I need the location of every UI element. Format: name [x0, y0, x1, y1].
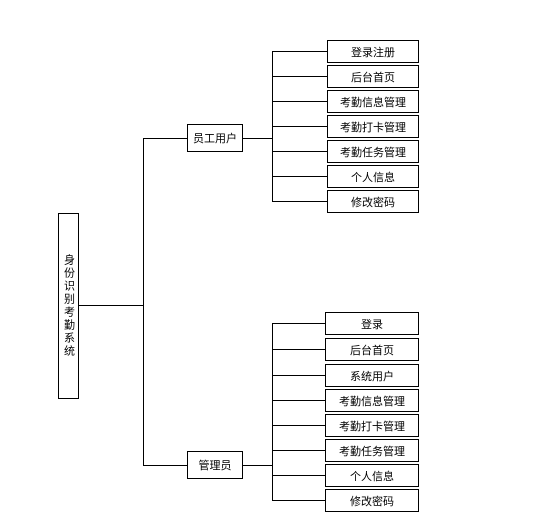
connector-group-1-vertical: [272, 323, 273, 501]
root-node: 身份识别考勤系统: [58, 213, 79, 399]
connector-root-vertical: [143, 138, 144, 466]
connector-group-0-item-5: [272, 176, 328, 177]
group-1-item-2: 系统用户: [325, 364, 419, 387]
connector-group-1-item-2: [272, 375, 326, 376]
connector-group-0-item-1: [272, 76, 328, 77]
group-0-item-2: 考勤信息管理: [327, 90, 419, 113]
group-1-item-0: 登录: [325, 312, 419, 335]
connector-group-0-item-0: [272, 51, 328, 52]
connector-to-group-1: [143, 465, 187, 466]
group-0-item-3: 考勤打卡管理: [327, 115, 419, 138]
group-0-item-4: 考勤任务管理: [327, 140, 419, 163]
connector-to-group-0: [143, 138, 187, 139]
group-1-item-4: 考勤打卡管理: [325, 414, 419, 437]
connector-group-0-item-4: [272, 151, 328, 152]
connector-group-0-item-3: [272, 126, 328, 127]
connector-group-1-out: [243, 465, 273, 466]
connector-group-1-item-1: [272, 349, 326, 350]
connector-group-1-item-6: [272, 475, 326, 476]
group-node-1: 管理员: [187, 451, 243, 479]
connector-group-0-item-6: [272, 201, 328, 202]
group-0-item-5: 个人信息: [327, 165, 419, 188]
connector-group-1-item-7: [272, 500, 326, 501]
group-1-item-5: 考勤任务管理: [325, 439, 419, 462]
connector-group-0-out: [243, 138, 273, 139]
group-1-item-3: 考勤信息管理: [325, 389, 419, 412]
group-0-item-1: 后台首页: [327, 65, 419, 88]
group-1-item-7: 修改密码: [325, 489, 419, 512]
group-1-item-1: 后台首页: [325, 338, 419, 361]
connector-root-trunk: [78, 305, 144, 306]
connector-group-1-item-5: [272, 450, 326, 451]
connector-group-1-item-0: [272, 323, 326, 324]
group-0-item-6: 修改密码: [327, 190, 419, 213]
group-0-item-0: 登录注册: [327, 40, 419, 63]
connector-group-0-item-2: [272, 101, 328, 102]
connector-group-1-item-3: [272, 400, 326, 401]
group-node-0: 员工用户: [187, 124, 243, 152]
connector-group-1-item-4: [272, 425, 326, 426]
group-1-item-6: 个人信息: [325, 464, 419, 487]
